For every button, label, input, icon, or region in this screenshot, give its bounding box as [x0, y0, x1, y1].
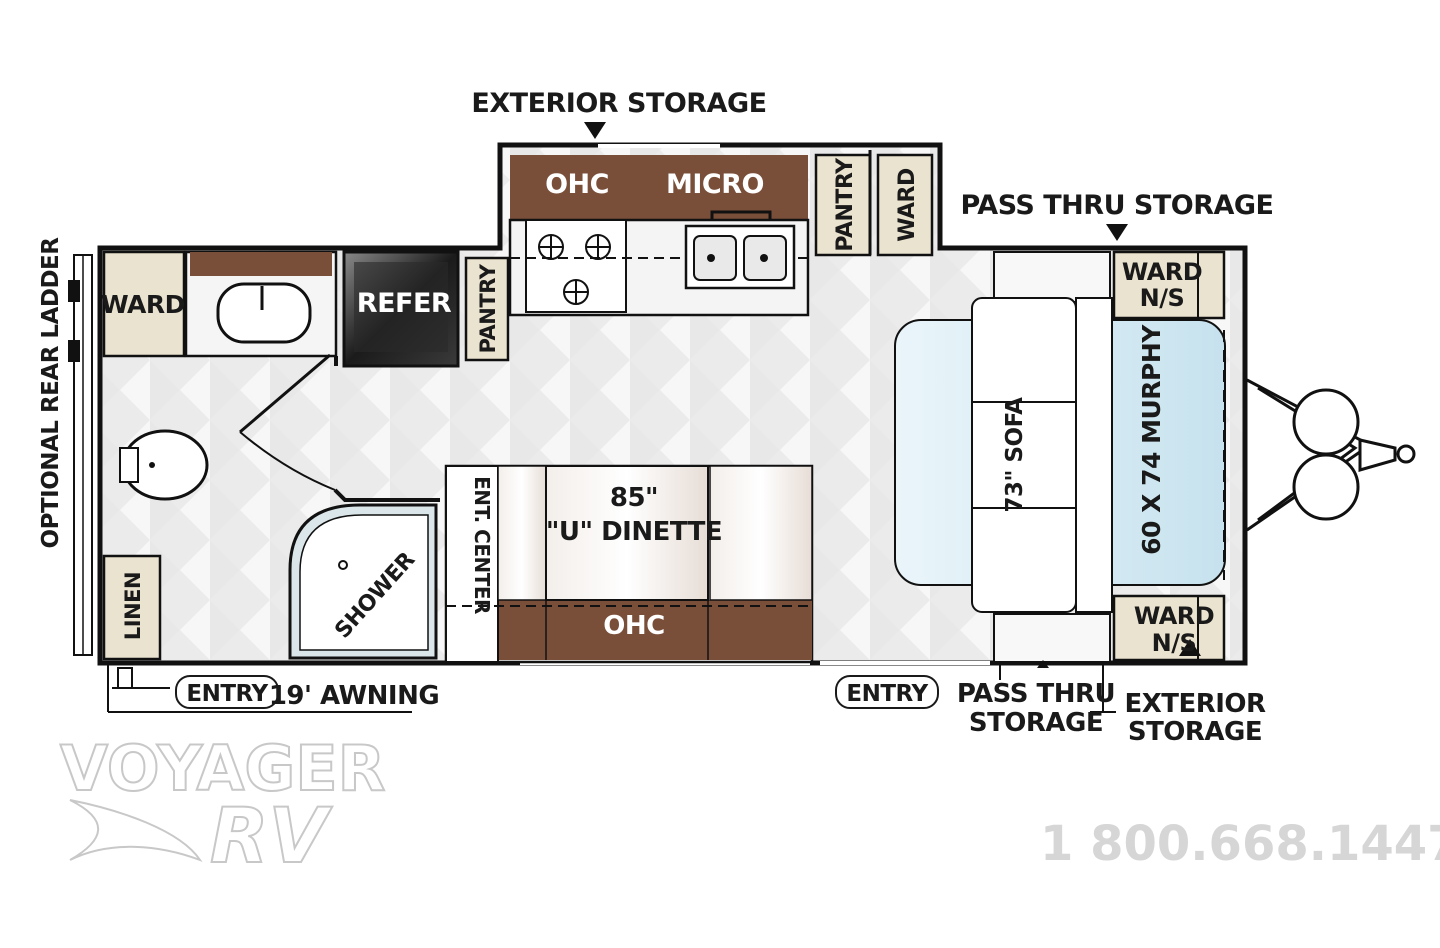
- propane-tank-icon: [1292, 453, 1360, 521]
- label-dinette-1: 85": [610, 483, 658, 513]
- watermark-line1: VOYAGER: [60, 732, 385, 805]
- label-exterior-storage-top: EXTERIOR STORAGE: [471, 88, 766, 119]
- ward-bath-cabinet: [102, 250, 186, 358]
- label-entry-front: ENTRY: [846, 681, 928, 707]
- label-pantry-left: PANTRY: [476, 263, 500, 353]
- label-sofa: 73" SOFA: [1002, 397, 1028, 513]
- swoosh-icon: [69, 799, 203, 863]
- labels: EXTERIOR STORAGE OHC MICRO PANTRY WARD P…: [38, 88, 1274, 747]
- label-optional-rear-ladder: OPTIONAL REAR LADDER: [38, 237, 64, 549]
- front-bedroom: [894, 250, 1226, 663]
- entry-rear-marker: [175, 675, 279, 709]
- propane-tank-icon: [1292, 388, 1360, 456]
- label-pass-thru-top: PASS THRU STORAGE: [960, 190, 1273, 221]
- kitchen-slide: [508, 150, 934, 317]
- arrow-up-icon: [1179, 639, 1201, 656]
- ward-top-cabinet: [876, 153, 934, 257]
- label-pass-thru-bottom-1: PASS THRU: [957, 679, 1115, 709]
- label-exterior-storage-bottom-1: EXTERIOR: [1124, 689, 1266, 719]
- label-pass-thru-bottom-2: STORAGE: [969, 708, 1103, 738]
- arrow-down-icon: [1106, 224, 1128, 241]
- label-ohc-kitchen: OHC: [545, 169, 609, 200]
- ward-ns-bottom-cabinet: [1112, 594, 1226, 662]
- refrigerator: [342, 250, 460, 368]
- ward-ns-top-cabinet: [1112, 250, 1226, 320]
- voyager-rv-watermark: VOYAGER RV 1 800.668.1447: [59, 731, 1440, 881]
- entry-front-marker: [835, 675, 939, 709]
- label-pantry-top: PANTRY: [833, 157, 858, 252]
- label-ward-top: WARD: [895, 168, 920, 242]
- sink-icon: [216, 282, 312, 344]
- hitch: [1246, 378, 1416, 532]
- label-ent-center: ENT. CENTER: [470, 476, 494, 614]
- bath-door: [239, 353, 331, 434]
- label-murphy: 60 X 74 MURPHY: [1137, 324, 1166, 555]
- label-dinette-2: "U" DINETTE: [546, 517, 722, 547]
- label-ward-ns-top-1: WARD: [1122, 258, 1202, 286]
- label-linen: LINEN: [121, 572, 145, 640]
- label-exterior-storage-bottom-2: STORAGE: [1128, 717, 1262, 747]
- label-ward-bath: WARD: [101, 290, 185, 319]
- label-awning: 19' AWNING: [269, 681, 439, 711]
- label-ward-ns-bottom-1: WARD: [1134, 602, 1214, 630]
- arrow-down-icon: [584, 122, 606, 139]
- linen-cabinet: [102, 554, 162, 661]
- label-micro: MICRO: [666, 169, 764, 200]
- label-ward-ns-bottom-2: N/S: [1152, 629, 1197, 657]
- bathroom: [102, 250, 440, 661]
- label-ward-ns-top-2: N/S: [1140, 284, 1185, 312]
- entertainment-center: [445, 465, 499, 663]
- curbside-exterior: [107, 660, 1116, 713]
- pantry-left-cabinet: [464, 256, 510, 362]
- rear-ladder: [68, 254, 93, 656]
- phone-number: 1 800.668.1447: [1040, 816, 1440, 872]
- dinette-table: [545, 465, 709, 601]
- label-entry-rear: ENTRY: [186, 681, 268, 707]
- dinette: [444, 464, 814, 664]
- watermark-line2: RV: [210, 791, 333, 880]
- label-ohc-dinette: OHC: [603, 611, 664, 641]
- label-refer: REFER: [357, 288, 452, 319]
